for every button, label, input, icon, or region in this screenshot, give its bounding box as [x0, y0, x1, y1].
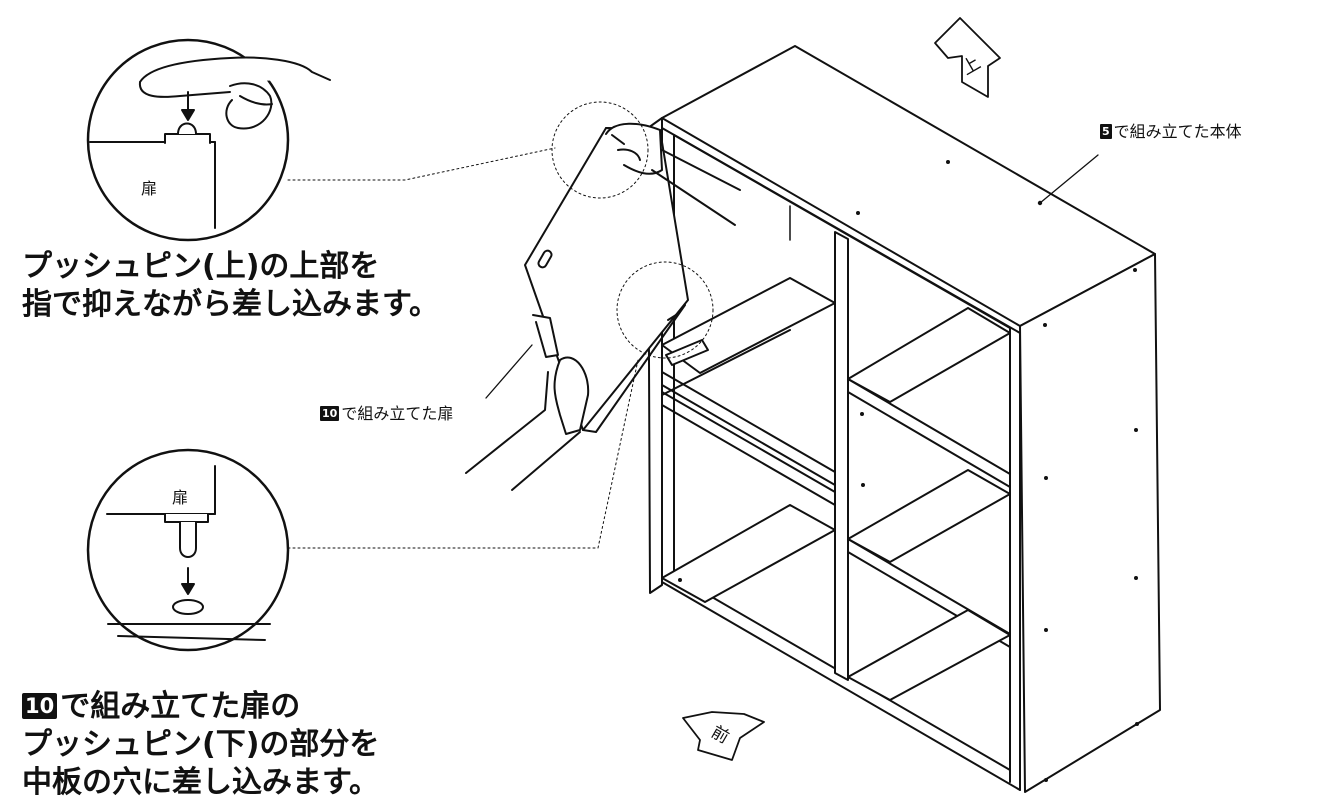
cabinet-right-side [1019, 253, 1161, 793]
detail-circle-top [86, 38, 331, 242]
instruction-bottom-line1-text: で組み立てた扉の [60, 689, 301, 724]
center-divider [834, 231, 849, 681]
step-number-badge: 5 [1100, 124, 1112, 139]
step-number-badge: 10 [22, 693, 58, 719]
bottom-door-label: 扉 [172, 488, 188, 507]
instruction-top-line1: プッシュピン(上)の上部を [22, 249, 380, 284]
up-arrow-symbol [934, 17, 1001, 98]
leader-door [485, 344, 533, 399]
cabinet-body [647, 45, 1161, 793]
leader-top [287, 147, 556, 181]
top-door-label: 扉 [141, 179, 157, 198]
instruction-top-line2: 指で抑えながら差し込みます。 [22, 287, 439, 323]
detail-circle-bottom [86, 448, 290, 652]
step-number-badge: 10 [320, 406, 340, 421]
callout-body-text: で組み立てた本体 [1113, 122, 1242, 141]
front-arrow-symbol [682, 711, 765, 761]
shelf-upper-right [847, 307, 1011, 403]
instruction-top: プッシュピン(上)の上部を 指で抑えながら差し込みます。 [22, 248, 439, 324]
shelf-lower-right [847, 469, 1011, 563]
instruction-bottom-line3: 中板の穴に差し込みます。 [22, 765, 379, 801]
shelf-lower-left [661, 504, 836, 603]
cabinet-top-panel [661, 45, 1156, 327]
callout-door-text: で組み立てた扉 [341, 404, 454, 423]
instruction-bottom-line2: プッシュピン(下)の部分を [22, 727, 380, 763]
leader-bottom [287, 359, 639, 549]
leader-body [1039, 154, 1099, 204]
hands [465, 122, 741, 491]
